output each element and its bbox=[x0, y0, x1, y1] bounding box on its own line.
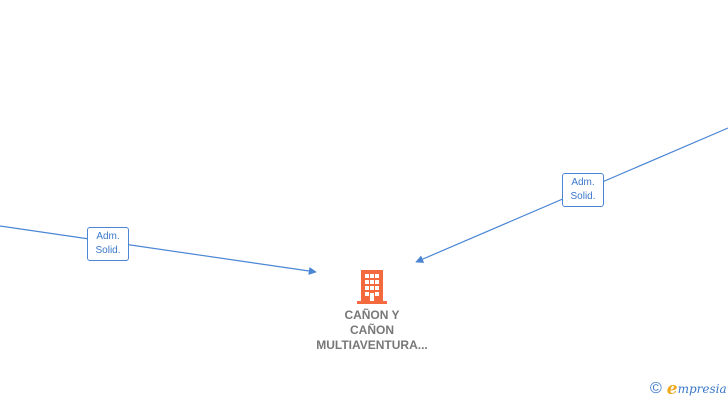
copyright-icon: © bbox=[650, 380, 662, 397]
brand-logo-letter: e bbox=[666, 378, 678, 399]
edge-label-type: Solid. bbox=[570, 191, 596, 202]
brand-logo-text: mpresia bbox=[677, 382, 727, 396]
edge-label-role: Adm. bbox=[96, 231, 120, 242]
edge-label-role: Adm. bbox=[571, 177, 595, 188]
empresia-logo[interactable]: © e mpresia bbox=[650, 380, 727, 398]
company-node[interactable]: CAÑON Y CAÑON MULTIAVENTURA... bbox=[306, 270, 438, 353]
building-icon bbox=[357, 270, 387, 304]
company-name-line: CAÑON bbox=[350, 323, 394, 337]
edge-label-left[interactable]: Adm. Solid. bbox=[87, 227, 129, 261]
company-name-line: MULTIAVENTURA... bbox=[316, 338, 428, 352]
edge-label-type: Solid. bbox=[95, 245, 121, 256]
company-name: CAÑON Y CAÑON MULTIAVENTURA... bbox=[306, 308, 438, 353]
company-name-line: CAÑON Y bbox=[344, 308, 400, 322]
edge-left-line bbox=[0, 225, 317, 275]
edge-label-right[interactable]: Adm. Solid. bbox=[562, 173, 604, 207]
